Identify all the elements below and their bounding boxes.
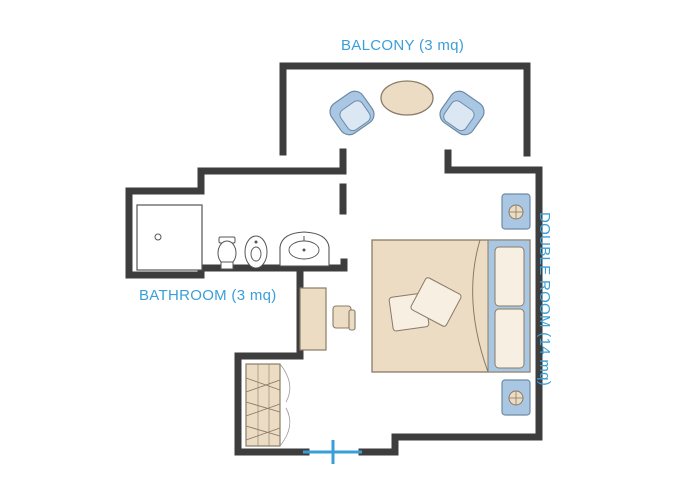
chair-icon: [332, 305, 356, 331]
armchair-icon: [439, 90, 485, 136]
sink-icon: [279, 231, 330, 267]
shower-icon: [136, 204, 203, 271]
east-wall: [358, 149, 543, 456]
bidet-icon: [244, 235, 268, 269]
bathroom-south-wall: [197, 258, 348, 279]
bathroom-wall: [125, 148, 347, 279]
double-room-label: DOUBLE ROOM (14 mq): [536, 212, 553, 387]
bed-icon: [371, 239, 531, 373]
pillow: [494, 246, 525, 307]
balcony-wall: [279, 62, 531, 157]
toilet-icon: [217, 236, 237, 270]
desk-icon: [299, 287, 327, 351]
entrance-icon: [303, 440, 362, 464]
balcony-label: BALCONY (3 mq): [341, 37, 465, 54]
nightstand-icon: [501, 379, 531, 416]
table-icon: [380, 80, 434, 116]
pillow: [494, 308, 525, 369]
armchair-icon: [329, 90, 375, 136]
wardrobe-icon: [245, 363, 291, 447]
bathroom-label: BATHROOM (3 mq): [139, 287, 277, 304]
nightstand-icon: [501, 193, 531, 230]
